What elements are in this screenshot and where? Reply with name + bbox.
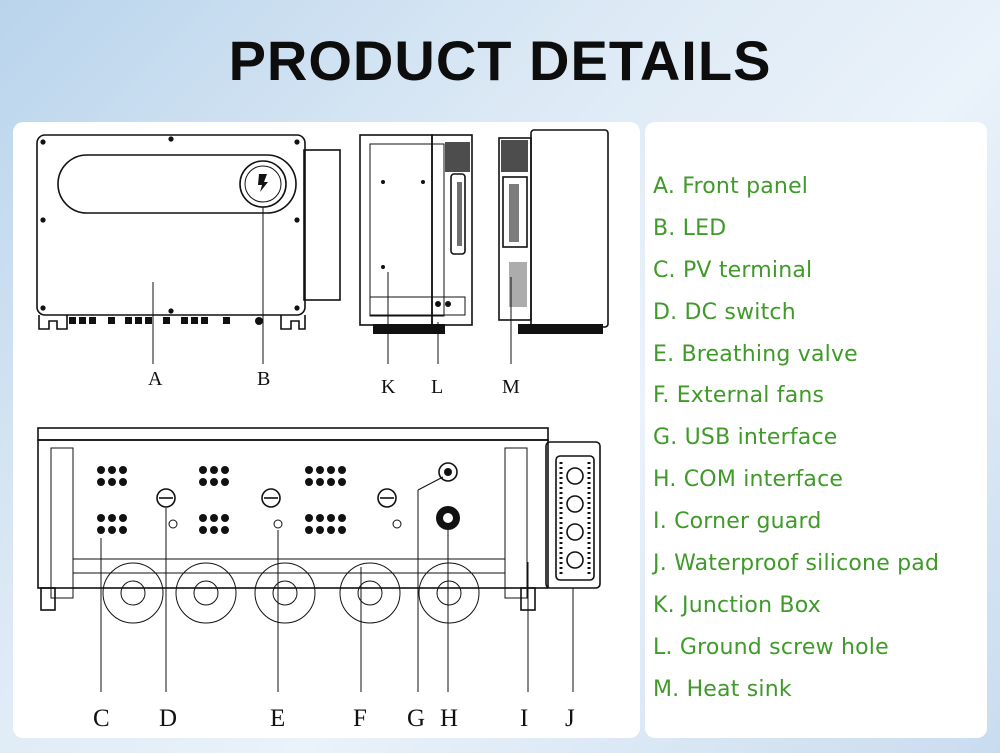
label-a: A [148,368,163,390]
legend-item-pv-terminal: C. PV terminal [653,257,813,283]
label-e: E [270,705,285,732]
label-i: I [520,705,528,732]
bottom-view [37,427,601,692]
side-view-left [359,134,473,364]
label-c: C [93,705,110,732]
legend-item-dc-switch: D. DC switch [653,299,796,325]
legend-item-waterproof-pad: J. Waterproof silicone pad [653,551,940,577]
label-b: B [257,368,270,390]
page-title: PRODUCT DETAILS [228,29,772,92]
legend-item-junction-box: K. Junction Box [653,592,821,618]
legend-panel: A. Front panel B. LED C. PV terminal D. … [645,122,987,738]
legend-item-corner-guard: I. Corner guard [653,509,822,535]
legend-item-ground-screw-hole: L. Ground screw hole [653,634,889,660]
legend-item-heat-sink: M. Heat sink [653,676,792,702]
label-g: G [407,705,425,732]
legend-item-breathing-valve: E. Breathing valve [653,341,858,367]
front-view [36,134,341,364]
label-j: J [565,705,575,732]
label-h: H [440,705,458,732]
legend-item-led: B. LED [653,215,727,241]
legend-item-usb-interface: G. USB interface [653,425,838,451]
legend-list: A. Front panel B. LED C. PV terminal D. … [653,166,939,711]
side-view-right [498,129,609,364]
inverter-drawing: A B K L M [36,129,609,732]
label-k: K [381,376,396,398]
diagram-panel: A B K L M [13,122,640,738]
label-f: F [353,705,367,732]
label-d: D [159,705,177,732]
legend-item-external-fans: F. External fans [653,383,825,409]
label-m: M [502,376,520,398]
legend-item-com-interface: H. COM interface [653,467,844,493]
legend-item-front-panel: A. Front panel [653,174,809,199]
label-l: L [431,376,443,398]
